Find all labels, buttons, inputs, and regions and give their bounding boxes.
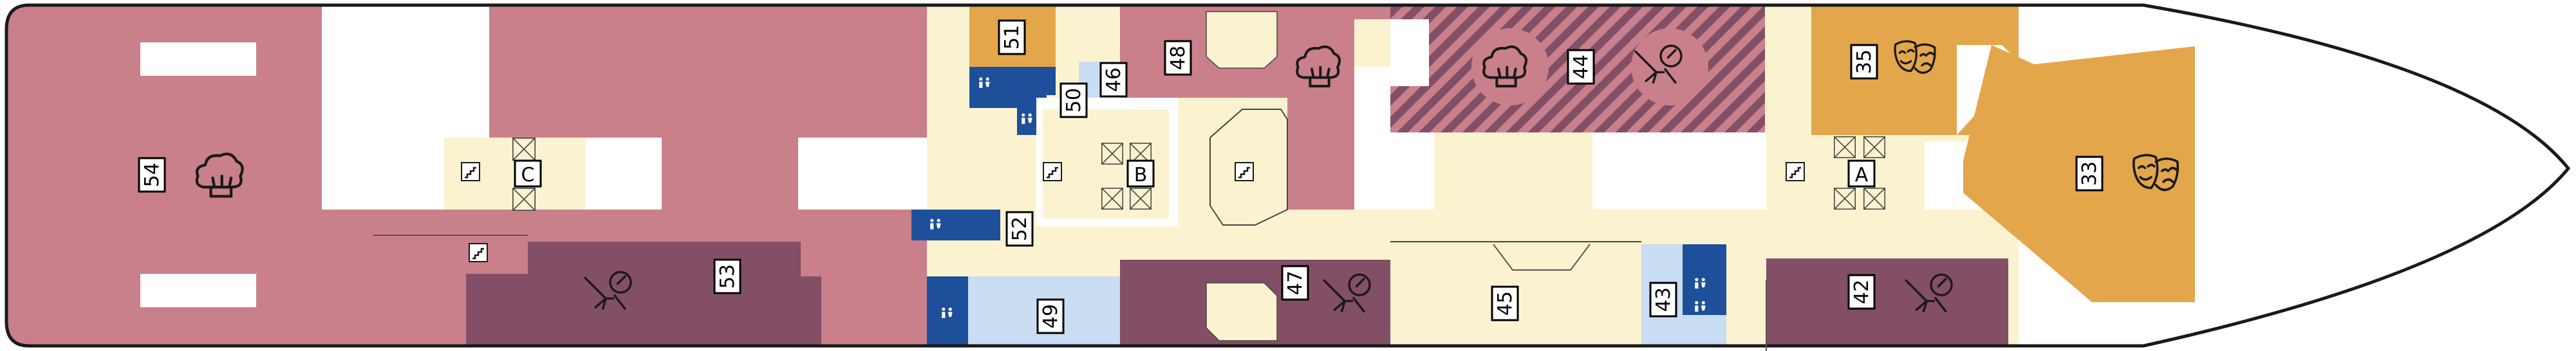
svg-text:48: 48 bbox=[1167, 46, 1190, 70]
svg-text:45: 45 bbox=[1494, 291, 1517, 316]
service-area bbox=[586, 138, 662, 210]
venue-label-53[interactable]: 53 bbox=[713, 258, 742, 294]
svg-text:44: 44 bbox=[1570, 55, 1592, 79]
venue-label-45[interactable]: 45 bbox=[1491, 285, 1519, 321]
restroom-52[interactable] bbox=[911, 210, 1000, 240]
svg-text:35: 35 bbox=[1853, 50, 1876, 74]
stairs-icon bbox=[1786, 162, 1805, 181]
stairs-icon bbox=[1235, 162, 1254, 181]
venue-label-35[interactable]: 35 bbox=[1850, 44, 1878, 80]
svg-text:46: 46 bbox=[1103, 68, 1125, 92]
wall-lines bbox=[373, 235, 1767, 351]
svg-text:43: 43 bbox=[1652, 287, 1675, 312]
restroom-49-fixture bbox=[927, 276, 968, 346]
venue-label-47[interactable]: 47 bbox=[1281, 265, 1309, 301]
svg-text:33: 33 bbox=[2078, 161, 2101, 186]
restroom-50[interactable] bbox=[969, 67, 1056, 135]
venue-label-50[interactable]: 50 bbox=[1059, 82, 1088, 118]
stairwell-a-label: A bbox=[1847, 159, 1876, 188]
lounge-42[interactable] bbox=[1766, 258, 2008, 351]
service-area bbox=[1592, 132, 1766, 210]
stairwell-c-label: C bbox=[514, 159, 542, 188]
svg-text:52: 52 bbox=[1009, 217, 1031, 241]
svg-text:42: 42 bbox=[1851, 280, 1873, 304]
svg-text:49: 49 bbox=[1040, 304, 1062, 328]
svg-text:50: 50 bbox=[1063, 88, 1085, 113]
venue-label-43[interactable]: 43 bbox=[1649, 282, 1677, 318]
svg-text:53: 53 bbox=[716, 264, 739, 289]
service-area bbox=[1206, 11, 1278, 69]
svg-text:B: B bbox=[1134, 164, 1148, 186]
venue-label-51[interactable]: 51 bbox=[998, 19, 1026, 55]
venue-label-42[interactable]: 42 bbox=[1847, 274, 1876, 310]
service-area bbox=[1390, 19, 1429, 86]
hull-outline bbox=[5, 3, 2571, 348]
svg-text:A: A bbox=[1855, 164, 1869, 186]
venue-label-49[interactable]: 49 bbox=[1036, 298, 1065, 334]
venue-label-46[interactable]: 46 bbox=[1099, 62, 1128, 98]
svg-text:C: C bbox=[521, 164, 535, 186]
venue-label-52[interactable]: 52 bbox=[1005, 211, 1034, 247]
service-area bbox=[140, 42, 256, 76]
svg-text:47: 47 bbox=[1284, 271, 1307, 295]
venue-label-54[interactable]: 54 bbox=[138, 157, 166, 193]
venue-label-33[interactable]: 33 bbox=[2075, 156, 2104, 192]
stairs-icon bbox=[1043, 162, 1062, 181]
service-area bbox=[1206, 282, 1278, 341]
stairwell-b-label: B bbox=[1126, 159, 1155, 188]
svg-text:51: 51 bbox=[1001, 25, 1023, 50]
icon-bubble bbox=[1471, 28, 1549, 105]
service-area bbox=[140, 274, 256, 307]
stairs-icon bbox=[469, 243, 488, 262]
stairs-icon bbox=[461, 162, 480, 181]
venue-label-48[interactable]: 48 bbox=[1164, 40, 1192, 76]
venue-label-44[interactable]: 44 bbox=[1567, 49, 1595, 85]
svg-text:54: 54 bbox=[141, 163, 163, 187]
